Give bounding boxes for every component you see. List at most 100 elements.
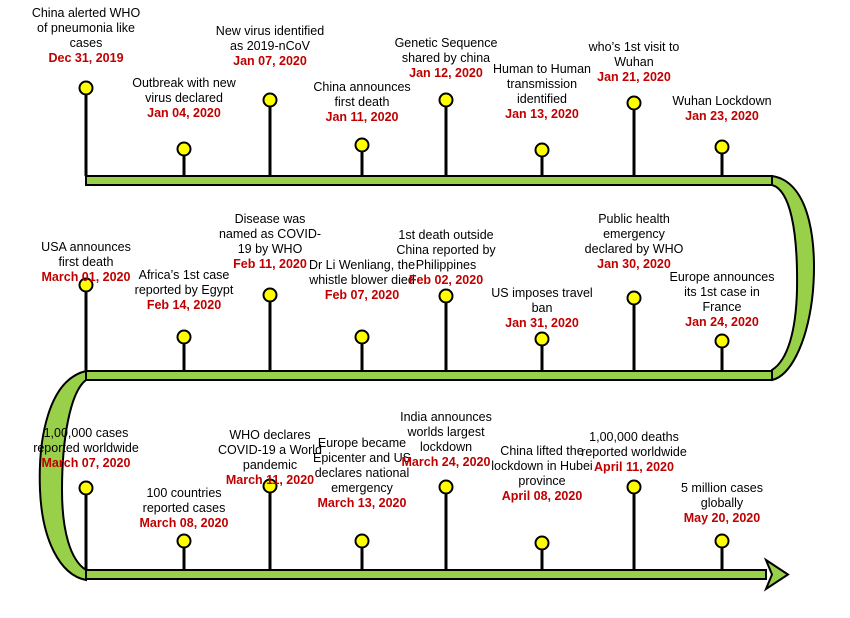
event-date: March 07, 2020 [41,456,131,470]
timeline-marker-dot [626,290,642,306]
timeline-marker-dot [354,533,370,549]
event-description: 100 countries reported cases [142,486,226,515]
timeline-marker-dot [534,142,550,158]
timeline-marker-dot [176,141,192,157]
event-date: Feb 02, 2020 [408,273,484,287]
event-description: 1,00,000 deaths reported worldwide [581,430,687,459]
timeline-event: China alerted WHO of pneumonia like case… [30,6,142,66]
event-date: Dec 31, 2019 [48,51,124,65]
timeline-marker-dot [534,535,550,551]
event-description: who’s 1st visit to Wuhan [588,40,680,69]
timeline-bar-row-1 [85,175,773,186]
event-date: Jan 23, 2020 [685,109,759,123]
event-date: Feb 07, 2020 [324,288,400,302]
event-date: Jan 04, 2020 [147,106,221,120]
event-date: May 20, 2020 [683,511,761,525]
event-description: USA announces first death [41,240,131,269]
timeline-marker-dot [176,329,192,345]
timeline-marker-dot [714,139,730,155]
timeline-marker-dot [438,92,454,108]
event-description: China announces first death [313,80,411,109]
event-description: 5 million cases globally [681,481,763,510]
timeline-marker-dot [354,329,370,345]
event-date: March 24, 2020 [401,455,491,469]
event-date: Feb 14, 2020 [146,298,222,312]
timeline-marker-dot [78,277,94,293]
timeline-bend-left [38,369,87,582]
event-description: Dr Li Wenliang, the whistle blower died [308,258,416,287]
event-date: Jan 07, 2020 [233,54,307,68]
event-date: Jan 30, 2020 [597,257,671,271]
event-description: Europe announces its 1st case in France [669,270,775,314]
timeline-marker-dot [262,287,278,303]
event-date: April 08, 2020 [501,489,583,503]
event-date: Jan 12, 2020 [409,66,483,80]
timeline-marker-dot [262,92,278,108]
timeline-marker-dot [176,533,192,549]
timeline-marker-dot [626,95,642,111]
event-date: Jan 21, 2020 [597,70,671,84]
timeline-event: 1st death outside China reported by Phil… [390,228,502,288]
timeline-marker-dot [626,479,642,495]
timeline-bar-row-3 [85,569,767,580]
timeline-bend-right [771,174,815,382]
timeline-marker-dot [714,333,730,349]
event-description: Public health emergency declared by WHO [584,212,684,256]
event-date: Jan 13, 2020 [505,107,579,121]
timeline-marker-dot [438,288,454,304]
event-description: Genetic Sequence shared by china [394,36,498,65]
timeline-marker-dot [78,80,94,96]
timeline-marker-dot [78,480,94,496]
timeline-event: Europe became Epicenter and US declares … [306,436,418,511]
timeline-marker-dot [354,137,370,153]
event-description: Wuhan Lockdown [672,94,772,108]
event-date: March 01, 2020 [41,270,131,284]
timeline-marker-dot [714,533,730,549]
event-date: March 11, 2020 [225,473,315,487]
event-description: WHO declares COVID-19 a World pandemic [218,428,322,472]
event-description: China alerted WHO of pneumonia like case… [31,6,141,50]
timeline-marker-dot [534,331,550,347]
event-date: March 08, 2020 [139,516,229,530]
event-description: India announces worlds largest lockdown [400,410,492,454]
event-date: Jan 11, 2020 [325,110,399,124]
timeline-marker-dot [438,479,454,495]
event-description: 1,00,000 cases reported worldwide [33,426,139,455]
event-date: Jan 24, 2020 [685,315,759,329]
event-description: Human to Human transmission identified [493,62,591,106]
event-date: Feb 11, 2020 [233,257,307,271]
timeline-event: China lifted the lockdown in Hubei provi… [486,444,598,504]
event-description: China lifted the lockdown in Hubei provi… [491,444,593,488]
event-date: March 13, 2020 [317,496,407,510]
event-date: Jan 31, 2020 [505,316,579,330]
event-description: Africa’s 1st case reported by Egypt [134,268,234,297]
timeline-arrow-head [763,557,790,592]
event-date: April 11, 2020 [594,460,674,474]
event-description: 1st death outside China reported by Phil… [396,228,496,272]
timeline-marker-dot [262,478,278,494]
event-description: US imposes travel ban [491,286,593,315]
event-description: Disease was named as COVID-19 by WHO [218,212,322,256]
